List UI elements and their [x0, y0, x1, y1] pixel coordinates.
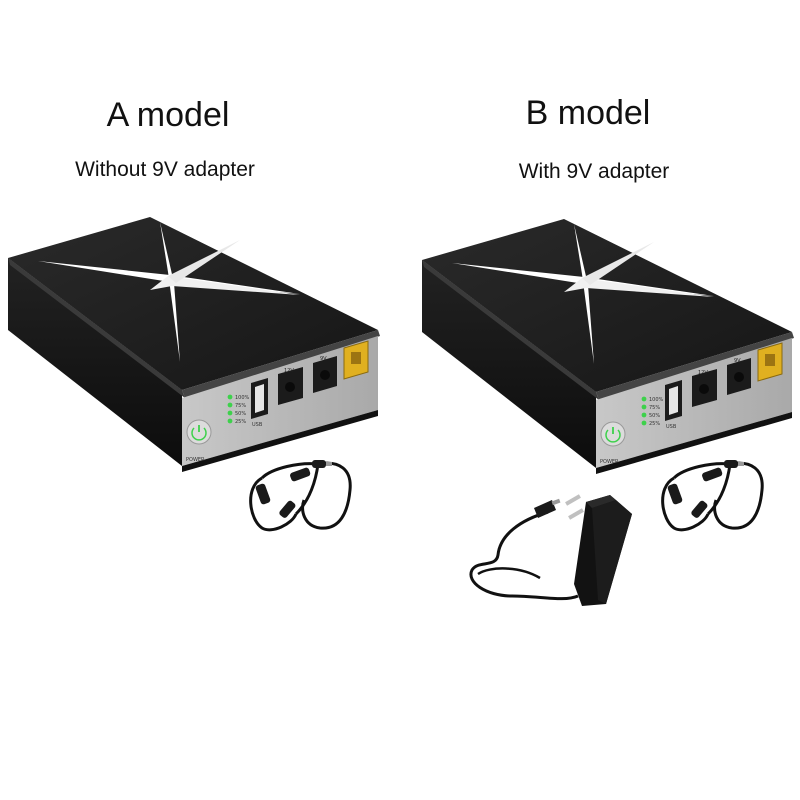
led-label-25-b: 25%	[649, 421, 660, 427]
usb-label-a: USB	[252, 422, 263, 428]
led-label-75-a: 75%	[235, 403, 246, 409]
port-9v-label-b: 9V	[734, 358, 741, 364]
splitter-cable-b	[661, 458, 764, 532]
led-label-75-b: 75%	[649, 405, 660, 411]
led-label-50-a: 50%	[235, 411, 246, 417]
power-bank-a	[7, 216, 381, 473]
usb-label-b: USB	[666, 424, 677, 430]
splitter-cable-a	[249, 458, 352, 532]
power-label-b: POWER	[600, 459, 619, 465]
model-a-subtitle: Without 9V adapter	[75, 158, 255, 181]
led-label-25-a: 25%	[235, 419, 246, 425]
power-label-a: POWER	[186, 457, 205, 463]
led-label-50-b: 50%	[649, 413, 660, 419]
model-b-title: B model	[525, 94, 651, 132]
led-label-100-b: 100%	[649, 397, 664, 403]
power-bank-b	[421, 218, 795, 475]
led-label-100-a: 100%	[235, 395, 250, 401]
model-a-title: A model	[106, 96, 230, 134]
port-9v-label-a: 9V	[320, 356, 327, 362]
port-12v-label-b: 12V	[698, 370, 708, 376]
model-b-subtitle: With 9V adapter	[518, 160, 670, 183]
port-12v-label-a: 12V	[284, 368, 294, 374]
wall-adapter	[469, 494, 632, 606]
